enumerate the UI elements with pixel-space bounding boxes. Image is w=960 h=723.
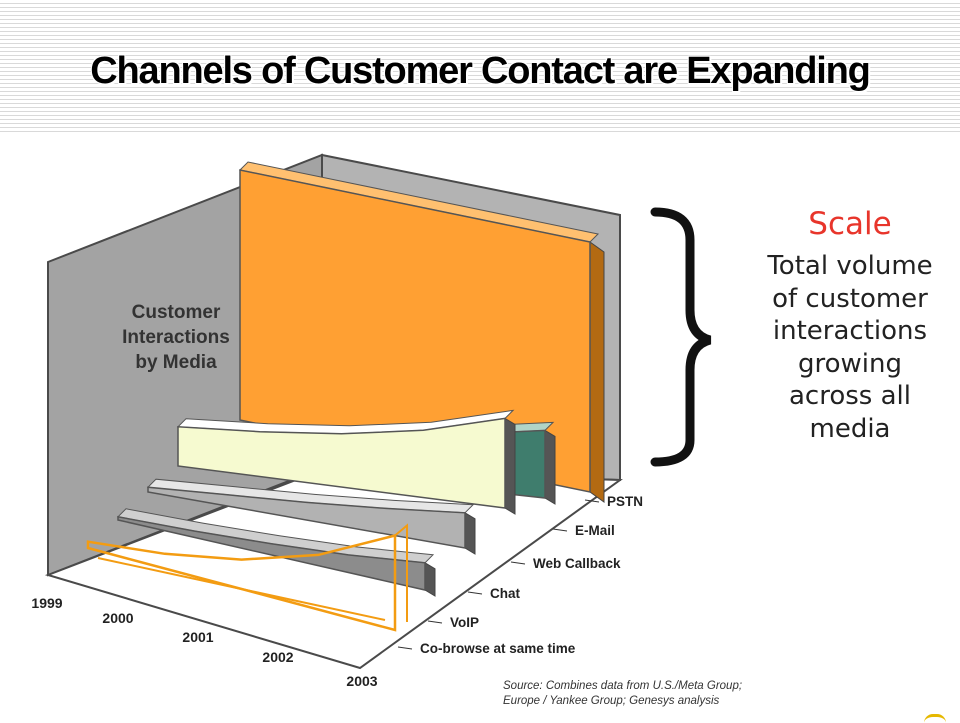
wall-label-line: Interactions bbox=[122, 327, 230, 348]
x-tick-label: 2001 bbox=[182, 629, 213, 645]
callout-title: Scale bbox=[730, 206, 960, 242]
series-side bbox=[425, 563, 435, 596]
callout-line: growing bbox=[734, 348, 960, 381]
x-tick-label: 2003 bbox=[346, 673, 377, 689]
series-label-tick bbox=[553, 529, 567, 531]
x-tick-label: 1999 bbox=[31, 595, 62, 611]
callout-line: across all bbox=[734, 380, 960, 413]
callout-line: media bbox=[734, 413, 960, 446]
series-side bbox=[465, 513, 475, 554]
x-tick-label: 2000 bbox=[102, 610, 133, 626]
series-label-tick bbox=[428, 621, 442, 623]
source-note: Source: Combines data from U.S./Meta Gro… bbox=[503, 679, 843, 709]
series-side bbox=[505, 418, 515, 514]
series-label: VoIP bbox=[450, 615, 479, 630]
source-line: Europe / Yankee Group; Genesys analysis bbox=[503, 694, 843, 709]
series-label: Co-browse at same time bbox=[420, 641, 576, 656]
series-label: Chat bbox=[490, 586, 521, 601]
series-label-tick bbox=[468, 592, 482, 594]
x-tick-label: 2002 bbox=[262, 649, 293, 665]
corner-mark bbox=[924, 714, 946, 723]
wall-label-line: by Media bbox=[135, 352, 217, 373]
source-line: Source: Combines data from U.S./Meta Gro… bbox=[503, 679, 843, 694]
callout-line: Total volume bbox=[734, 250, 960, 283]
series-label-tick bbox=[398, 647, 412, 649]
series-label-tick bbox=[511, 562, 525, 564]
callout-line: of customer bbox=[734, 283, 960, 316]
callout-line: interactions bbox=[734, 315, 960, 348]
series-label: E-Mail bbox=[575, 523, 615, 538]
series-side bbox=[545, 430, 555, 504]
series-label: PSTN bbox=[607, 494, 643, 509]
wall-label-line: Customer bbox=[132, 302, 221, 323]
series-pstn-side bbox=[590, 242, 604, 502]
callout-text: Total volume of customer interactions gr… bbox=[734, 250, 960, 445]
series-label: Web Callback bbox=[533, 556, 621, 571]
brace-icon bbox=[655, 212, 710, 462]
